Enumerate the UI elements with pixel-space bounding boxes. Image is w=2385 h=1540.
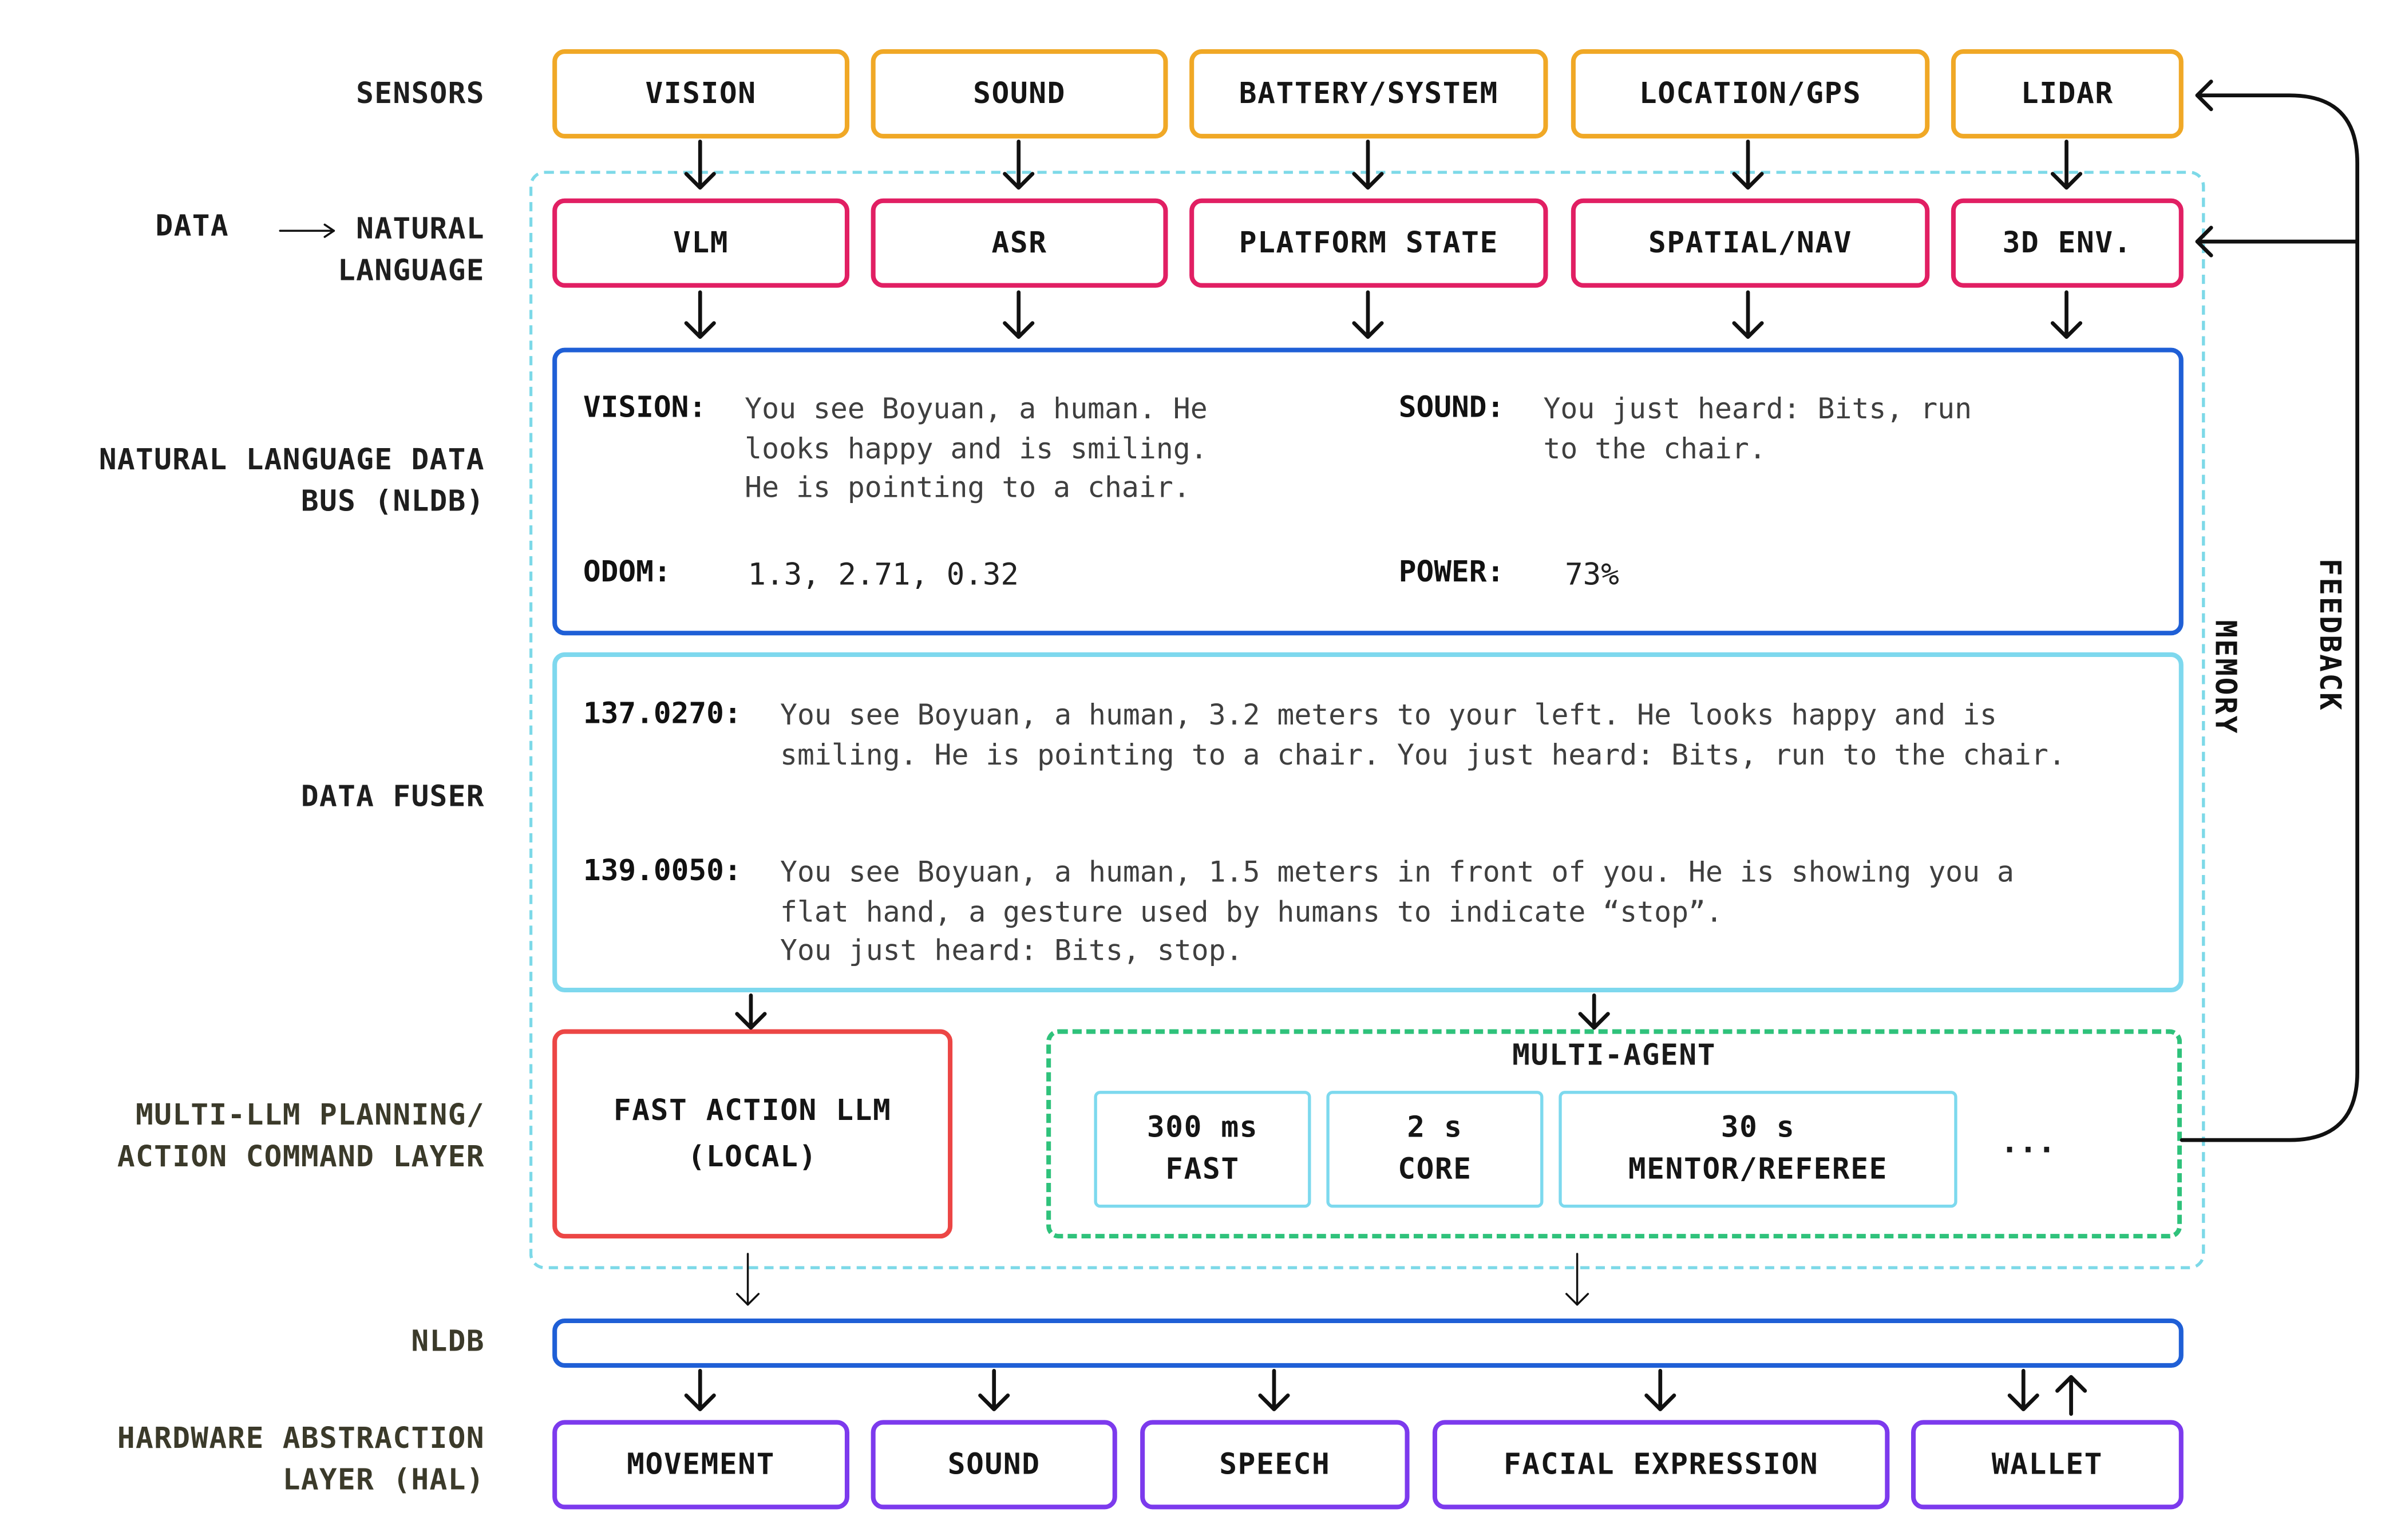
sound-text: You just heard: Bits, run to the chair. xyxy=(1543,394,1972,466)
fast-action-llm-line1: FAST ACTION LLM xyxy=(613,1094,892,1128)
nl-platform-state: PLATFORM STATE xyxy=(1189,198,1548,288)
agent-core-label: CORE xyxy=(1398,1152,1472,1186)
nl-vlm: VLM xyxy=(552,198,849,288)
hal-sound: SOUND xyxy=(871,1420,1117,1510)
hal-movement: MOVEMENT xyxy=(552,1420,849,1510)
data-fuser-panel xyxy=(552,652,2184,993)
agent-fast-label: FAST xyxy=(1165,1152,1240,1186)
agent-mentor-referee: 30 s MENTOR/REFEREE xyxy=(1559,1091,1957,1208)
agent-fast-time: 300 ms xyxy=(1146,1111,1259,1145)
odom-key: ODOM: xyxy=(583,555,671,589)
sensor-vision: VISION xyxy=(552,49,849,138)
nldb-to-hal-arrows xyxy=(684,1369,2087,1416)
sensor-location-gps: LOCATION/GPS xyxy=(1571,49,1930,138)
sound-key: SOUND: xyxy=(1398,390,1505,425)
more-agents-ellipsis: ... xyxy=(2000,1123,2056,1161)
hal-facial-expression: FACIAL EXPRESSION xyxy=(1432,1420,1890,1510)
nl-to-nldb-arrows xyxy=(684,290,2083,339)
power-key: POWER: xyxy=(1398,555,1505,589)
hal-speech: SPEECH xyxy=(1140,1420,1410,1510)
power-value: 73% xyxy=(1565,557,1619,593)
feedback-loop-arrow xyxy=(2180,80,2359,1142)
label-hal-line2: LAYER (HAL) xyxy=(282,1463,485,1497)
feedback-label: FEEDBACK xyxy=(2312,558,2347,712)
timestamp-2: 139.0050: xyxy=(583,854,742,888)
data-to-nl-arrow xyxy=(279,223,335,238)
label-nldb-line2: BUS (NLDB) xyxy=(300,484,485,518)
agent-fast: 300 ms FAST xyxy=(1094,1091,1311,1208)
nldb-panel xyxy=(552,347,2184,636)
nldb-bar xyxy=(552,1318,2184,1368)
sensor-lidar: LIDAR xyxy=(1951,49,2184,138)
hal-wallet: WALLET xyxy=(1911,1420,2184,1510)
label-nldb: NLDB xyxy=(411,1324,485,1359)
label-hal-line1: HARDWARE ABSTRACTION xyxy=(117,1422,485,1456)
odom-value: 1.3, 2.71, 0.32 xyxy=(747,557,1019,593)
fast-action-llm-line2: (LOCAL) xyxy=(687,1140,817,1174)
agent-core: 2 s CORE xyxy=(1326,1091,1544,1208)
vision-key: VISION: xyxy=(583,390,707,425)
label-language: LANGUAGE xyxy=(338,254,485,288)
sensor-to-nl-arrows xyxy=(684,139,2083,190)
timestamp-1: 137.0270: xyxy=(583,696,742,731)
sensor-battery-system: BATTERY/SYSTEM xyxy=(1189,49,1548,138)
label-natural: NATURAL xyxy=(356,212,485,247)
vision-text: You see Boyuan, a human. He looks happy … xyxy=(745,394,1208,505)
label-nldb-line1: NATURAL LANGUAGE DATA xyxy=(98,443,485,477)
fused-text-2: You see Boyuan, a human, 1.5 meters in f… xyxy=(780,857,2014,968)
memory-label: MEMORY xyxy=(2208,620,2242,735)
fuser-to-planning-arrows xyxy=(735,993,1610,1030)
agent-core-time: 2 s xyxy=(1407,1111,1463,1145)
label-data: DATA xyxy=(155,209,229,243)
fast-action-llm: FAST ACTION LLM (LOCAL) xyxy=(552,1029,953,1239)
planning-to-nldb-arrows xyxy=(735,1253,1589,1306)
sensor-sound: SOUND xyxy=(871,49,1168,138)
nl-asr: ASR xyxy=(871,198,1168,288)
nl-3d-env: 3D ENV. xyxy=(1951,198,2184,288)
multi-agent-container xyxy=(1046,1029,2182,1239)
agent-mentor-label: MENTOR/REFEREE xyxy=(1628,1152,1888,1186)
label-planning-line1: MULTI-LLM PLANNING/ xyxy=(135,1098,485,1133)
fused-text-1: You see Boyuan, a human, 3.2 meters to y… xyxy=(780,700,2066,772)
multi-agent-title: MULTI-AGENT xyxy=(1512,1038,1716,1072)
label-data-fuser: DATA FUSER xyxy=(300,780,485,814)
agent-mentor-time: 30 s xyxy=(1720,1111,1795,1145)
nl-spatial-nav: SPATIAL/NAV xyxy=(1571,198,1930,288)
label-planning-line2: ACTION COMMAND LAYER xyxy=(117,1140,485,1174)
label-sensors: SENSORS xyxy=(356,77,485,111)
